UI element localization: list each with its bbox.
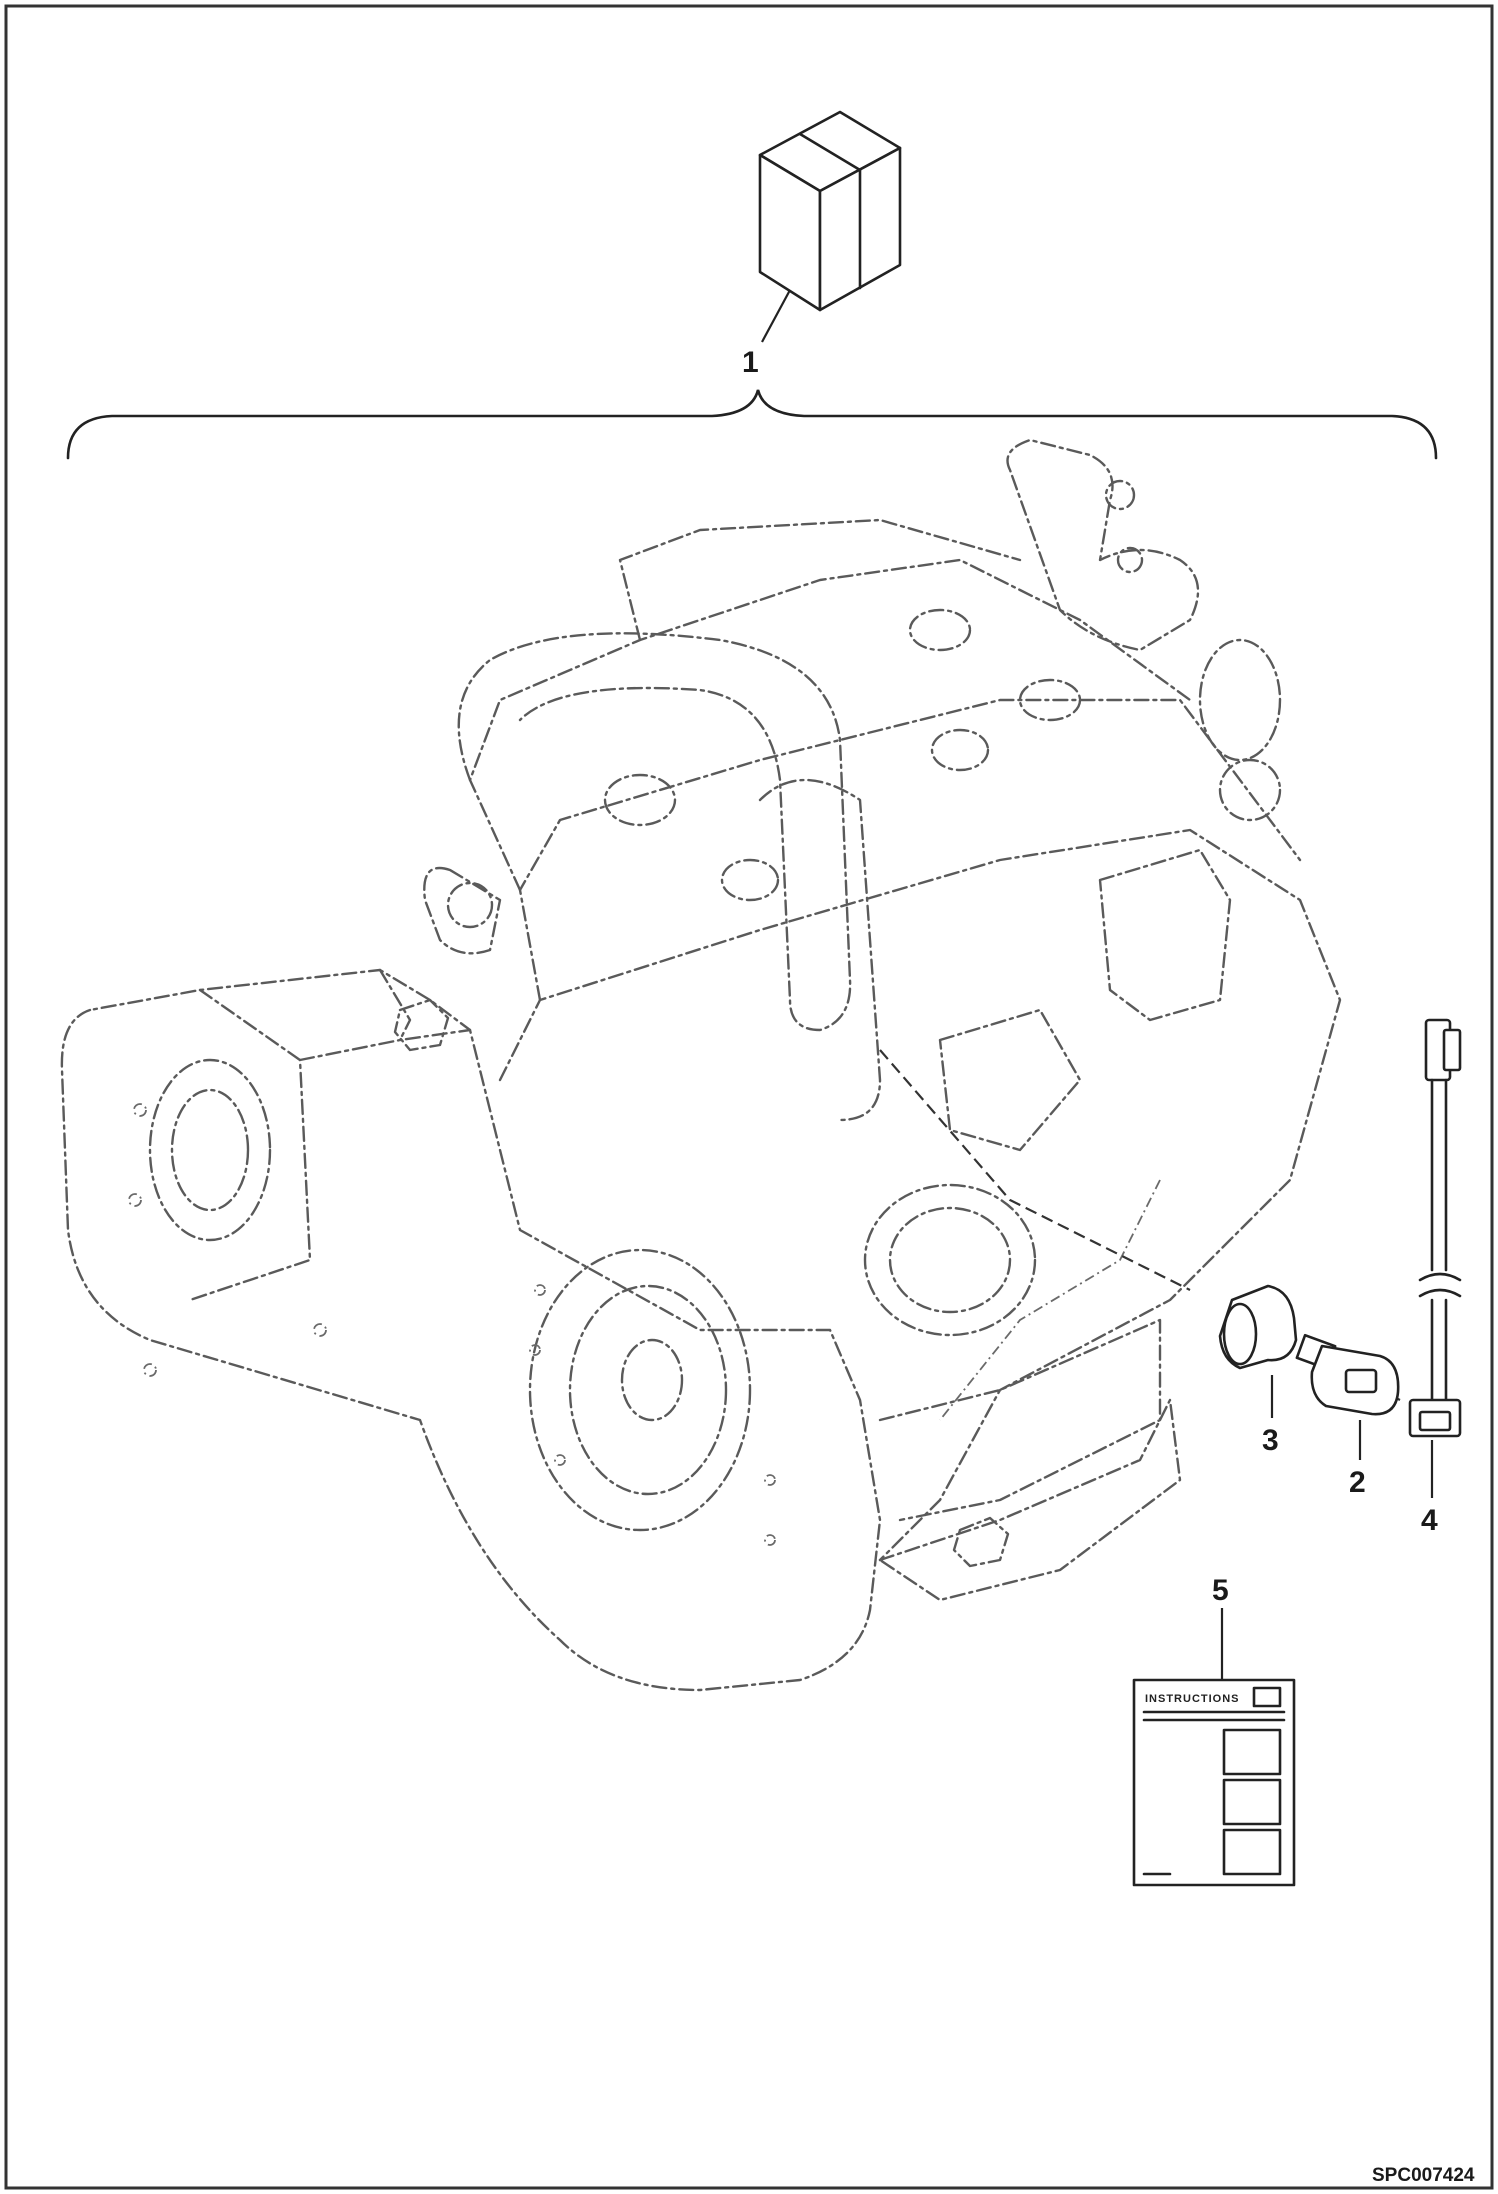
callout-3: 3 bbox=[1262, 1424, 1279, 1457]
figure-reference: SPC007424 bbox=[1372, 2165, 1475, 2186]
leader-1 bbox=[761, 289, 791, 343]
callout-5: 5 bbox=[1212, 1574, 1229, 1607]
manual-heading: INSTRUCTIONS bbox=[1145, 1693, 1240, 1705]
callout-1: 1 bbox=[742, 346, 759, 379]
engine-assembly-phantom bbox=[60, 438, 1342, 1692]
assembly-bracket bbox=[66, 389, 1438, 460]
callout-2: 2 bbox=[1349, 1466, 1366, 1499]
callout-4: 4 bbox=[1421, 1504, 1438, 1537]
wire-harness-icon bbox=[1408, 1018, 1462, 1438]
sensor-part-icon bbox=[1295, 1333, 1400, 1416]
plug-part-icon bbox=[1218, 1284, 1298, 1370]
leader-engine-to-3 bbox=[879, 1049, 1191, 1291]
diagram-border bbox=[4, 4, 1494, 2190]
kit-box-icon bbox=[758, 110, 902, 312]
instruction-manual-icon: INSTRUCTIONS bbox=[1132, 1678, 1296, 1887]
